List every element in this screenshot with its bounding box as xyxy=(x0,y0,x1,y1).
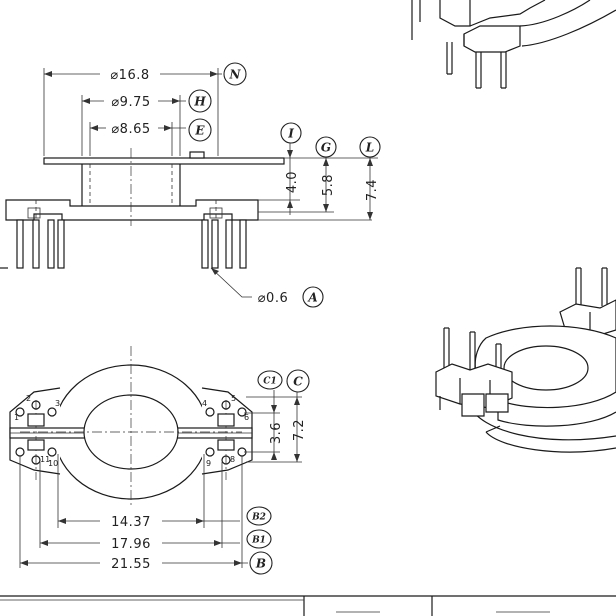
pins-left xyxy=(16,219,65,269)
pin-number-4: 4 xyxy=(202,399,207,408)
dim-pin-diameter: ⌀0.6 xyxy=(258,291,289,306)
tag-c1: C1 xyxy=(263,377,276,387)
pin-number-6: 6 xyxy=(244,413,249,422)
pin-number-11: 11 xyxy=(40,455,50,464)
dim-pin-span-17-96: 17.96 xyxy=(111,537,151,552)
pin-number-3: 3 xyxy=(55,399,60,408)
isometric-view-top xyxy=(419,0,616,89)
pin-holes-left xyxy=(15,400,57,465)
tag-b1: B1 xyxy=(251,536,266,546)
pin-number-1: 1 xyxy=(14,413,19,422)
tag-i: I xyxy=(287,127,294,141)
tag-h: H xyxy=(193,95,206,109)
pins-right xyxy=(201,219,247,269)
tag-b: B xyxy=(255,557,266,571)
pin-number-10: 10 xyxy=(48,459,58,468)
dim-inner-diameter: ⌀8.65 xyxy=(111,122,150,137)
tag-n: N xyxy=(229,68,242,82)
dim-middle-diameter: ⌀9.75 xyxy=(111,95,150,110)
front-view-dimensions: ⌀16.8 N ⌀9.75 H ⌀8.65 E 4.0 xyxy=(43,62,381,308)
dim-outer-diameter: ⌀16.8 xyxy=(110,68,149,83)
tag-b2: B2 xyxy=(251,513,266,523)
tag-g: G xyxy=(321,141,331,155)
dim-pin-span-21-55: 21.55 xyxy=(111,557,151,572)
bottom-view: 1 2 3 4 5 6 8 9 10 11 xyxy=(9,346,253,508)
tag-c: C xyxy=(293,375,303,389)
pin-number-2: 2 xyxy=(26,394,31,403)
dim-pin-pitch-3-6: 3.6 xyxy=(269,422,284,444)
front-view xyxy=(0,148,285,269)
bottom-view-dimensions: 14.37 B2 17.96 B1 21.55 B 3.6 C1 xyxy=(19,369,310,575)
dim-height-7-4: 7.4 xyxy=(365,179,380,201)
dim-height-5-8: 5.8 xyxy=(321,174,336,196)
tag-l: L xyxy=(365,141,374,155)
pin-number-9: 9 xyxy=(206,459,211,468)
dim-pin-span-14-37: 14.37 xyxy=(111,515,151,530)
tag-a: A xyxy=(307,291,317,305)
dim-pin-row-7-2: 7.2 xyxy=(292,419,307,441)
dim-height-4: 4.0 xyxy=(285,171,300,193)
isometric-view-right xyxy=(435,267,616,453)
pin-number-5: 5 xyxy=(231,394,236,403)
pin-number-8: 8 xyxy=(230,455,235,464)
tag-e: E xyxy=(194,124,205,138)
